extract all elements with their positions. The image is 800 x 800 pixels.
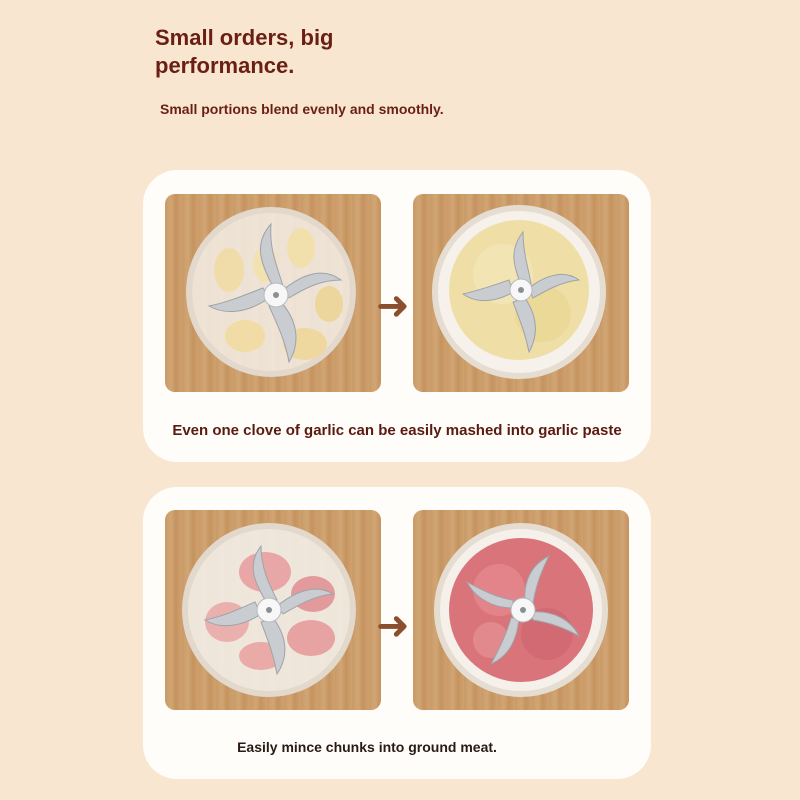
meat-caption: Easily mince chunks into ground meat.	[237, 739, 497, 755]
headline: Small orders, big performance.	[155, 25, 334, 78]
garlic-card: ➜ Even one clove of garlic can be easily…	[143, 170, 651, 462]
garlic-caption: Even one clove of garlic can be easily m…	[172, 422, 622, 439]
meat-chunks-image	[165, 510, 381, 710]
arrow-right-icon: ➜	[376, 604, 410, 648]
meat-card: ➜ Easily mince chunks into ground meat.	[143, 487, 651, 779]
garlic-cloves-image	[165, 194, 381, 392]
subheadline: Small portions blend evenly and smoothly…	[160, 101, 444, 117]
ground-meat-image	[413, 510, 629, 710]
arrow-right-icon: ➜	[376, 284, 410, 328]
garlic-paste-image	[413, 194, 629, 392]
